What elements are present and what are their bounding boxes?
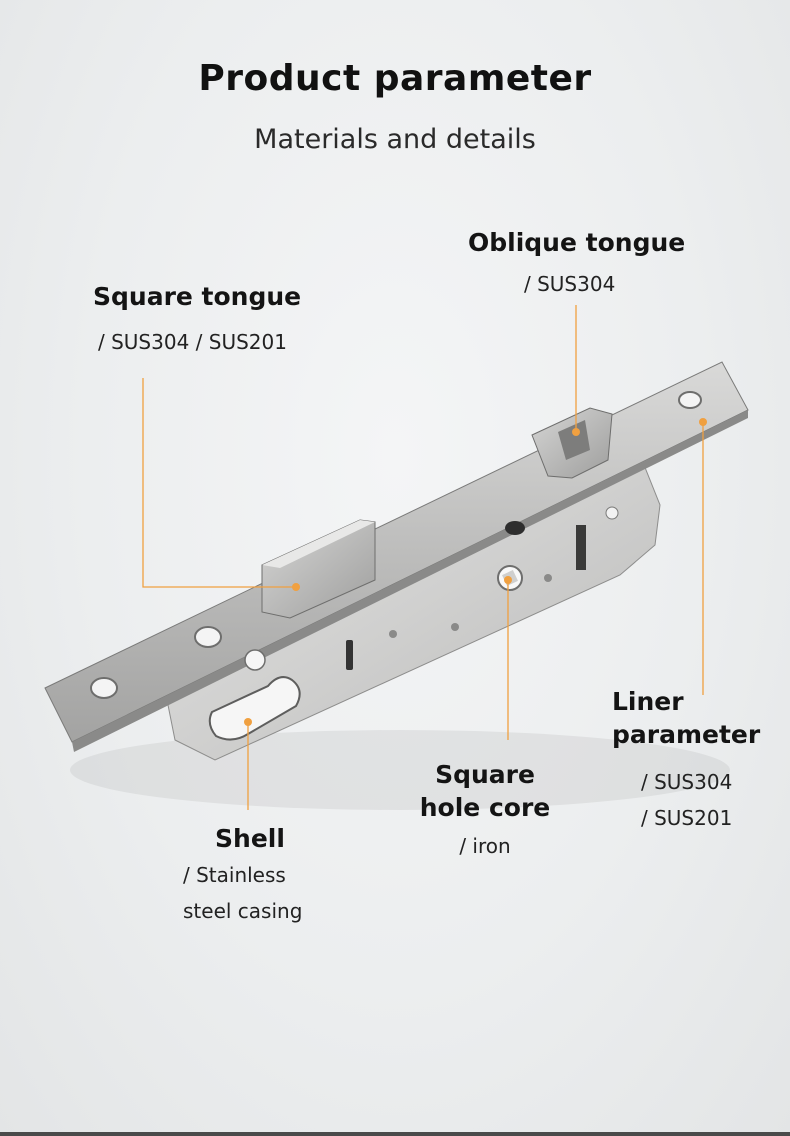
- shell-material-line1: / Stainless: [183, 863, 286, 887]
- plate-hole-mid: [194, 626, 222, 648]
- page-subtitle: Materials and details: [254, 124, 536, 155]
- plate-hole-bottom: [90, 677, 118, 699]
- square-hole-core-label-line1: Square: [435, 760, 535, 789]
- square-hole-core-label-line2: hole core: [419, 793, 551, 822]
- oblique-tongue-material: / SUS304: [524, 272, 616, 296]
- square-hole-core-material: / iron: [459, 834, 511, 858]
- liner-material-line1: / SUS304: [641, 770, 733, 794]
- face-plate-edge: [72, 410, 748, 752]
- liner-label-line1: Liner: [612, 687, 684, 716]
- square-tongue-material: / SUS304 / SUS201: [98, 330, 287, 354]
- shell-label: Shell: [215, 824, 285, 853]
- bottom-divider: [0, 1132, 790, 1136]
- cylinder-hole: [208, 676, 301, 741]
- leader-lines: [142, 305, 707, 810]
- page-title: Product parameter: [198, 58, 592, 99]
- plate-hole-top: [678, 391, 702, 409]
- liner-material-line2: / SUS201: [641, 806, 733, 830]
- liner-label-line2: parameter: [612, 720, 761, 749]
- leader-square-tongue: [142, 378, 296, 588]
- square-tongue-label: Square tongue: [93, 282, 302, 311]
- shell-material-line2: steel casing: [183, 899, 303, 923]
- oblique-tongue-label: Oblique tongue: [468, 228, 686, 257]
- case-slot: [346, 640, 353, 670]
